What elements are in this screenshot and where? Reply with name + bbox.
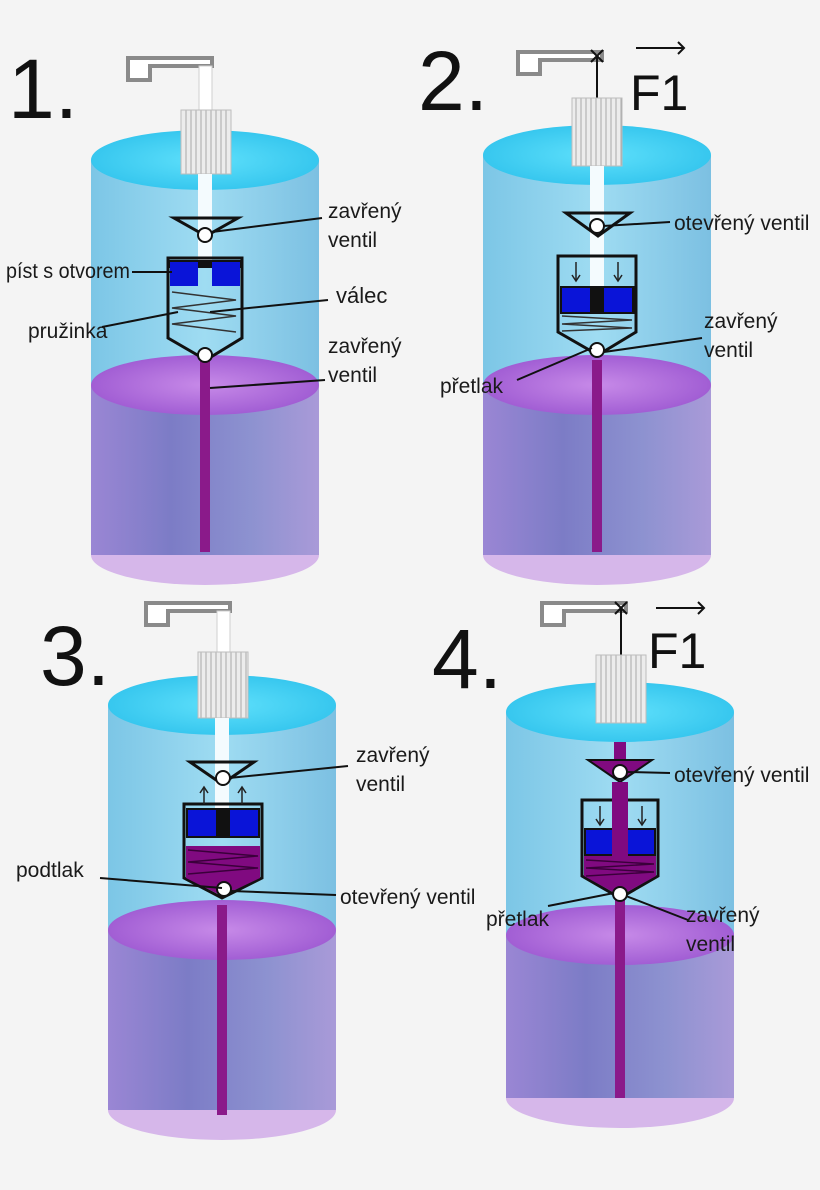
bottom-valve [216, 881, 232, 897]
panel-2-number: 2. [418, 34, 488, 128]
label-bottom-valve-l2: ventil [686, 933, 735, 956]
panel-1: 1. [6, 42, 402, 585]
spring [187, 849, 259, 875]
label-top-valve: otevřený ventil [674, 764, 809, 787]
panel-2: 2. F1 [418, 34, 809, 585]
pump-cap [180, 109, 232, 175]
outlet-liquid [614, 742, 626, 762]
callouts [547, 771, 689, 921]
force-label: F1 [630, 65, 688, 121]
suction-tube [217, 905, 227, 1115]
label-pressure: podtlak [16, 859, 84, 882]
label-pressure: přetlak [486, 908, 550, 931]
pump-cap [595, 654, 647, 724]
pump-cap [571, 97, 623, 167]
label-cylinder: válec [336, 283, 387, 308]
panel-1-number: 1. [8, 42, 78, 136]
panel-3: 3. [16, 601, 475, 1140]
pump-nozzle [126, 56, 214, 119]
piston-right [230, 810, 258, 836]
piston-left [586, 830, 612, 854]
callouts [99, 765, 349, 896]
pump-nozzle [516, 50, 604, 76]
piston-left [170, 262, 198, 286]
label-bottom-valve-l1: zavřený [686, 904, 760, 927]
callouts [516, 221, 703, 381]
pump-nozzle [540, 601, 628, 627]
suction-tube [592, 360, 602, 552]
suction-tube [200, 360, 210, 552]
spring [171, 291, 237, 333]
piston-left [562, 288, 590, 312]
panel-3-number: 3. [40, 609, 110, 703]
cylinder [182, 785, 264, 900]
label-pressure: přetlak [440, 375, 504, 398]
piston-right [212, 262, 240, 286]
label-top-valve-l1: zavřený [356, 744, 430, 767]
cylinder [580, 782, 660, 902]
label-top-valve-l2: ventil [356, 773, 405, 796]
piston-right [628, 830, 654, 854]
label-bottom-valve: otevřený ventil [340, 886, 475, 909]
bottom-valve [197, 347, 213, 363]
piston-left [188, 810, 216, 836]
label-piston: píst s otvorem [6, 260, 130, 283]
spring [585, 859, 655, 877]
pump-cap [197, 651, 249, 719]
force-label: F1 [648, 623, 706, 679]
callouts [101, 217, 329, 389]
bottom-valve [612, 886, 628, 902]
label-top-valve-l1: zavřený [328, 200, 402, 223]
label-bottom-valve-l2: ventil [704, 339, 753, 362]
piston-right [604, 288, 632, 312]
label-top-valve-l2: ventil [328, 229, 377, 252]
spring [561, 315, 633, 332]
label-bottom-valve-l1: zavřený [328, 335, 402, 358]
label-top-valve: otevřený ventil [674, 212, 809, 235]
label-bottom-valve-l2: ventil [328, 364, 377, 387]
liquid-fill [584, 856, 656, 896]
cylinder [166, 256, 244, 363]
bottom-valve [589, 342, 605, 358]
top-valve [168, 216, 244, 243]
cylinder [556, 254, 638, 358]
top-valve [584, 759, 656, 784]
panel-4-number: 4. [432, 612, 502, 706]
suction-tube [615, 890, 625, 1098]
label-bottom-valve-l1: zavřený [704, 310, 778, 333]
label-spring: pružinka [28, 320, 108, 343]
panel-4: 4. F1 [432, 601, 809, 1128]
pump-nozzle [144, 601, 232, 662]
